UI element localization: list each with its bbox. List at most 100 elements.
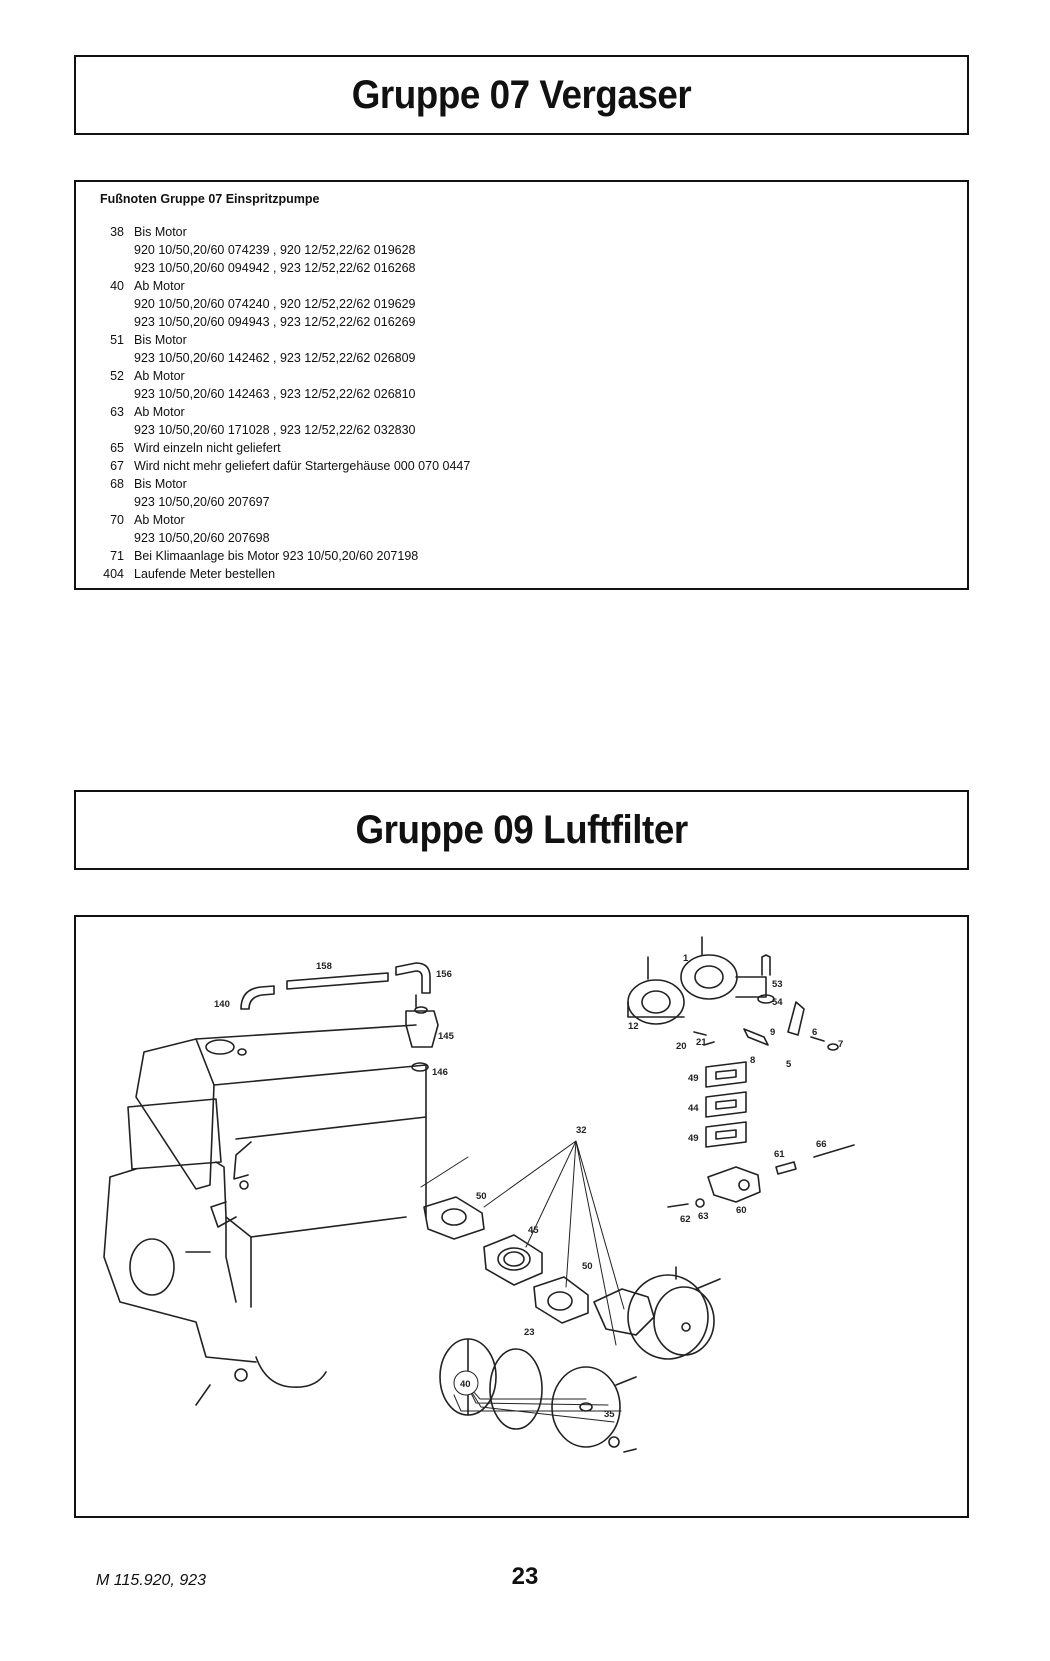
- part-number-labels: 158 156 140 145 146 1 53 54 12 20 21 9 6…: [214, 953, 843, 1420]
- label-12: 12: [628, 1021, 639, 1032]
- label-8: 8: [750, 1055, 755, 1066]
- label-145: 145: [438, 1031, 455, 1042]
- footnote-number: 63: [110, 405, 124, 419]
- footnote-line: Ab Motor: [134, 405, 185, 419]
- footnote-line: 923 10/50,20/60 094942 , 923 12/52,22/62…: [134, 261, 416, 275]
- gasket-stack-drawing: [667, 1061, 855, 1208]
- footnote-text: Bis Motor 920 10/50,20/60 074239 , 920 12…: [134, 223, 416, 277]
- footnote-line: Wird einzeln nicht geliefert: [134, 441, 281, 455]
- footnote-text: Wird einzeln nicht geliefert: [134, 439, 281, 457]
- label-44: 44: [688, 1103, 699, 1114]
- label-62: 62: [680, 1214, 691, 1225]
- footnote-number: 65: [110, 441, 124, 455]
- label-35: 35: [604, 1409, 615, 1420]
- engine-block-drawing: [103, 1024, 427, 1406]
- label-146: 146: [432, 1067, 448, 1078]
- page-number: 23: [511, 1563, 539, 1590]
- footnote-line: 923 10/50,20/60 207697: [134, 495, 270, 509]
- footnote-line: 920 10/50,20/60 074240 , 920 12/52,22/62…: [134, 297, 416, 311]
- footnote-line: Bis Motor: [134, 333, 187, 347]
- hose-parts-drawing: [240, 962, 439, 1072]
- label-50-lower: 50: [582, 1261, 593, 1272]
- footnote-line: 923 10/50,20/60 142462 , 923 12/52,22/62…: [134, 351, 416, 365]
- label-61: 61: [774, 1149, 785, 1160]
- footnote-number: 67: [110, 459, 124, 473]
- footnote-entry: 63 Ab Motor 923 10/50,20/60 171028 , 923 1…: [100, 403, 470, 439]
- footnote-line: Bis Motor: [134, 477, 187, 491]
- footnote-line: Ab Motor: [134, 279, 185, 293]
- footnote-line: Laufende Meter bestellen: [134, 567, 276, 581]
- footnote-text: Ab Motor 923 10/50,20/60 142463 , 923 12/…: [134, 367, 416, 403]
- label-45: 45: [528, 1225, 539, 1236]
- label-49-bottom: 49: [688, 1133, 699, 1144]
- footnote-line: 923 10/50,20/60 094943 , 923 12/52,22/62…: [134, 315, 416, 329]
- footnote-text: Ab Motor 923 10/50,20/60 171028 , 923 12/…: [134, 403, 416, 439]
- footnote-number: 71: [110, 549, 124, 563]
- footnote-entry: 40 Ab Motor 920 10/50,20/60 074240 , 920 1…: [100, 277, 470, 331]
- footnote-entry: 67 Wird nicht mehr geliefert dafür Starte…: [100, 457, 470, 475]
- footnote-line: Ab Motor: [134, 369, 185, 383]
- label-5: 5: [786, 1059, 792, 1070]
- footnote-number: 38: [110, 225, 124, 239]
- footnote-text: Wird nicht mehr geliefert dafür Starterg…: [134, 457, 470, 475]
- label-40-circle: [453, 1370, 479, 1396]
- footnote-entry: 38 Bis Motor 920 10/50,20/60 074239 , 920 …: [100, 223, 470, 277]
- group-09-title: Gruppe 09 Luftfilter: [355, 807, 688, 852]
- label-23: 23: [524, 1327, 535, 1338]
- label-40: 40: [460, 1379, 471, 1390]
- label-156: 156: [436, 969, 452, 980]
- label-60: 60: [736, 1205, 747, 1216]
- footnote-text: Bis Motor 923 10/50,20/60 207697: [134, 475, 270, 511]
- footnote-entry: 68 Bis Motor 923 10/50,20/60 207697: [100, 475, 470, 511]
- footnote-number: 52: [110, 369, 124, 383]
- footnote-line: Ab Motor: [134, 513, 185, 527]
- label-50-upper: 50: [476, 1191, 487, 1202]
- footnote-number: 68: [110, 477, 124, 491]
- label-7: 7: [838, 1039, 843, 1050]
- footnote-text: Bis Motor 923 10/50,20/60 142462 , 923 12…: [134, 331, 416, 367]
- footnote-entry: 71 Bei Klimaanlage bis Motor 923 10/50,20…: [100, 547, 470, 565]
- footnote-line: 923 10/50,20/60 171028 , 923 12/52,22/62…: [134, 423, 416, 437]
- footnote-entry: 404 Laufende Meter bestellen: [100, 565, 470, 583]
- label-49-top: 49: [688, 1073, 699, 1084]
- exploded-parts-diagram: 158 156 140 145 146 1 53 54 12 20 21 9 6…: [74, 915, 969, 1518]
- footnote-number: 51: [110, 333, 124, 347]
- label-6: 6: [812, 1027, 817, 1038]
- fuel-pump-drawing: [627, 936, 839, 1051]
- label-21: 21: [696, 1037, 707, 1048]
- footnote-text: Bei Klimaanlage bis Motor 923 10/50,20/6…: [134, 547, 418, 565]
- footnote-line: 923 10/50,20/60 207698: [134, 531, 270, 545]
- parts-illustration: 158 156 140 145 146 1 53 54 12 20 21 9 6…: [103, 936, 855, 1453]
- group-07-title: Gruppe 07 Vergaser: [351, 72, 692, 117]
- group-09-header: Gruppe 09 Luftfilter: [74, 790, 969, 870]
- label-140: 140: [214, 999, 230, 1010]
- footnote-text: Laufende Meter bestellen: [134, 565, 275, 583]
- footnote-line: Bei Klimaanlage bis Motor 923 10/50,20/6…: [134, 549, 419, 563]
- model-reference: M 115.920, 923: [96, 1572, 207, 1589]
- label-1: 1: [683, 953, 689, 964]
- carburettor-parts-drawing: [423, 1196, 721, 1453]
- footnote-number: 404: [103, 567, 124, 581]
- footnote-number: 70: [110, 513, 124, 527]
- group-07-header: Gruppe 07 Vergaser: [74, 55, 969, 135]
- label-66: 66: [816, 1139, 827, 1150]
- label-54: 54: [772, 997, 783, 1008]
- footnote-number: 40: [110, 279, 124, 293]
- footnote-line: Wird nicht mehr geliefert dafür Starterg…: [134, 459, 471, 473]
- label-9: 9: [770, 1027, 775, 1038]
- footnote-entry: 51 Bis Motor 923 10/50,20/60 142462 , 923 …: [100, 331, 470, 367]
- footnote-text: Ab Motor 920 10/50,20/60 074240 , 920 12/…: [134, 277, 416, 331]
- footnote-entry: 70 Ab Motor 923 10/50,20/60 207698: [100, 511, 470, 547]
- footnote-text: Ab Motor 923 10/50,20/60 207698: [134, 511, 270, 547]
- footnote-entry: 65 Wird einzeln nicht geliefert: [100, 439, 470, 457]
- label-158: 158: [316, 961, 332, 972]
- footnote-entry: 52 Ab Motor 923 10/50,20/60 142463 , 923 1…: [100, 367, 470, 403]
- footnote-line: Bis Motor: [134, 225, 187, 239]
- label-32: 32: [576, 1125, 587, 1136]
- footnote-line: 923 10/50,20/60 142463 , 923 12/52,22/62…: [134, 387, 416, 401]
- footnotes-title: Fußnoten Gruppe 07 Einspritzpumpe: [100, 192, 320, 206]
- label-63: 63: [698, 1211, 709, 1222]
- footnote-line: 920 10/50,20/60 074239 , 920 12/52,22/62…: [134, 243, 416, 257]
